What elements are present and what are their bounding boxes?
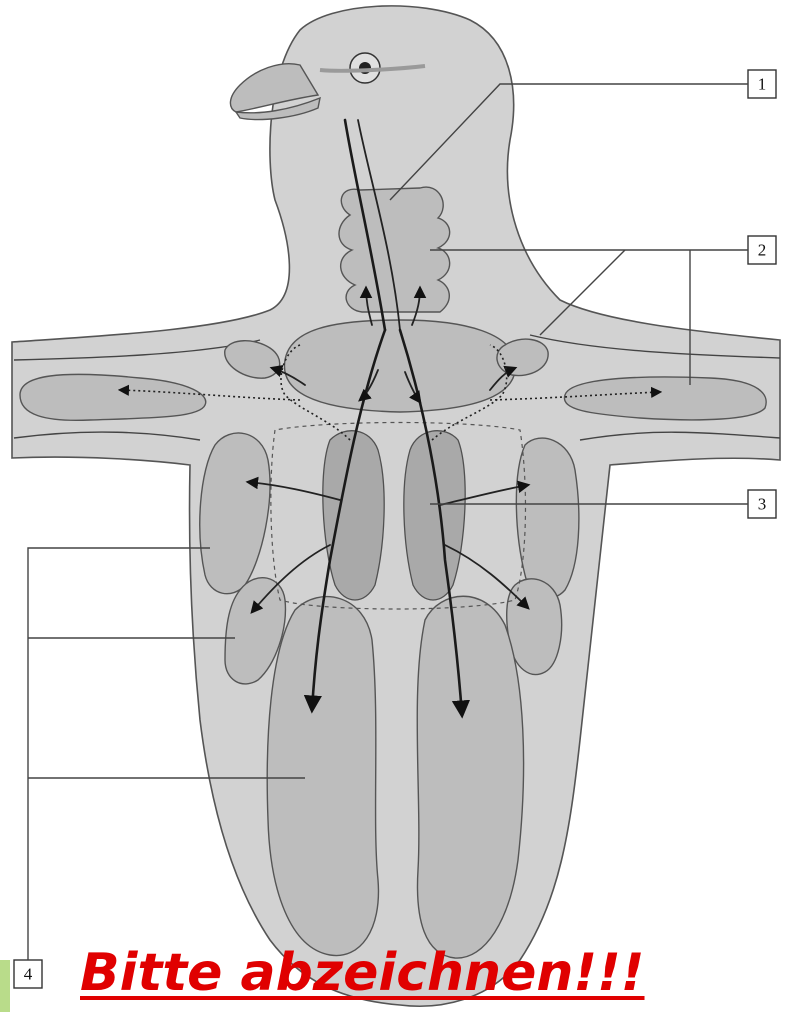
- label-3: 3: [758, 495, 767, 514]
- leader-line-4: [28, 548, 210, 960]
- lung-left: [323, 431, 384, 600]
- label-1: 1: [758, 75, 767, 94]
- lung-right: [404, 431, 465, 600]
- green-corner-mark: [0, 960, 10, 1012]
- abdominal-air-sac-left: [267, 597, 378, 956]
- label-2: 2: [758, 241, 767, 260]
- bird-body-outline: [12, 6, 780, 1006]
- label-4: 4: [24, 965, 33, 984]
- humeral-air-sac-right: [564, 377, 766, 420]
- caption-text: Bitte abzeichnen!!!: [80, 938, 700, 1008]
- abdominal-air-sac-right: [417, 596, 523, 958]
